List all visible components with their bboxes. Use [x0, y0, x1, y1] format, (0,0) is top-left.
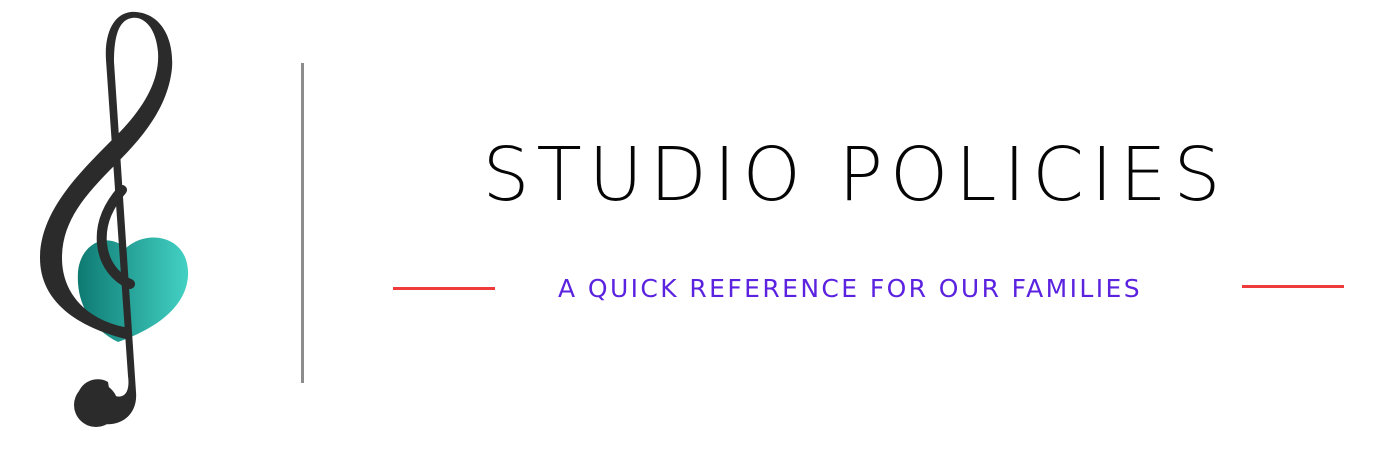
- accent-rule-right: [1242, 285, 1344, 288]
- clef-dot: [74, 383, 118, 427]
- clef-stroke: [40, 11, 173, 425]
- page-subtitle: A QUICK REFERENCE FOR OUR FAMILIES: [558, 274, 1142, 303]
- page-title: STUDIO POLICIES: [482, 132, 1228, 218]
- logo: [18, 10, 208, 440]
- vertical-divider: [301, 63, 304, 383]
- accent-rule-left: [393, 287, 495, 290]
- treble-clef-heart-icon: [40, 11, 189, 427]
